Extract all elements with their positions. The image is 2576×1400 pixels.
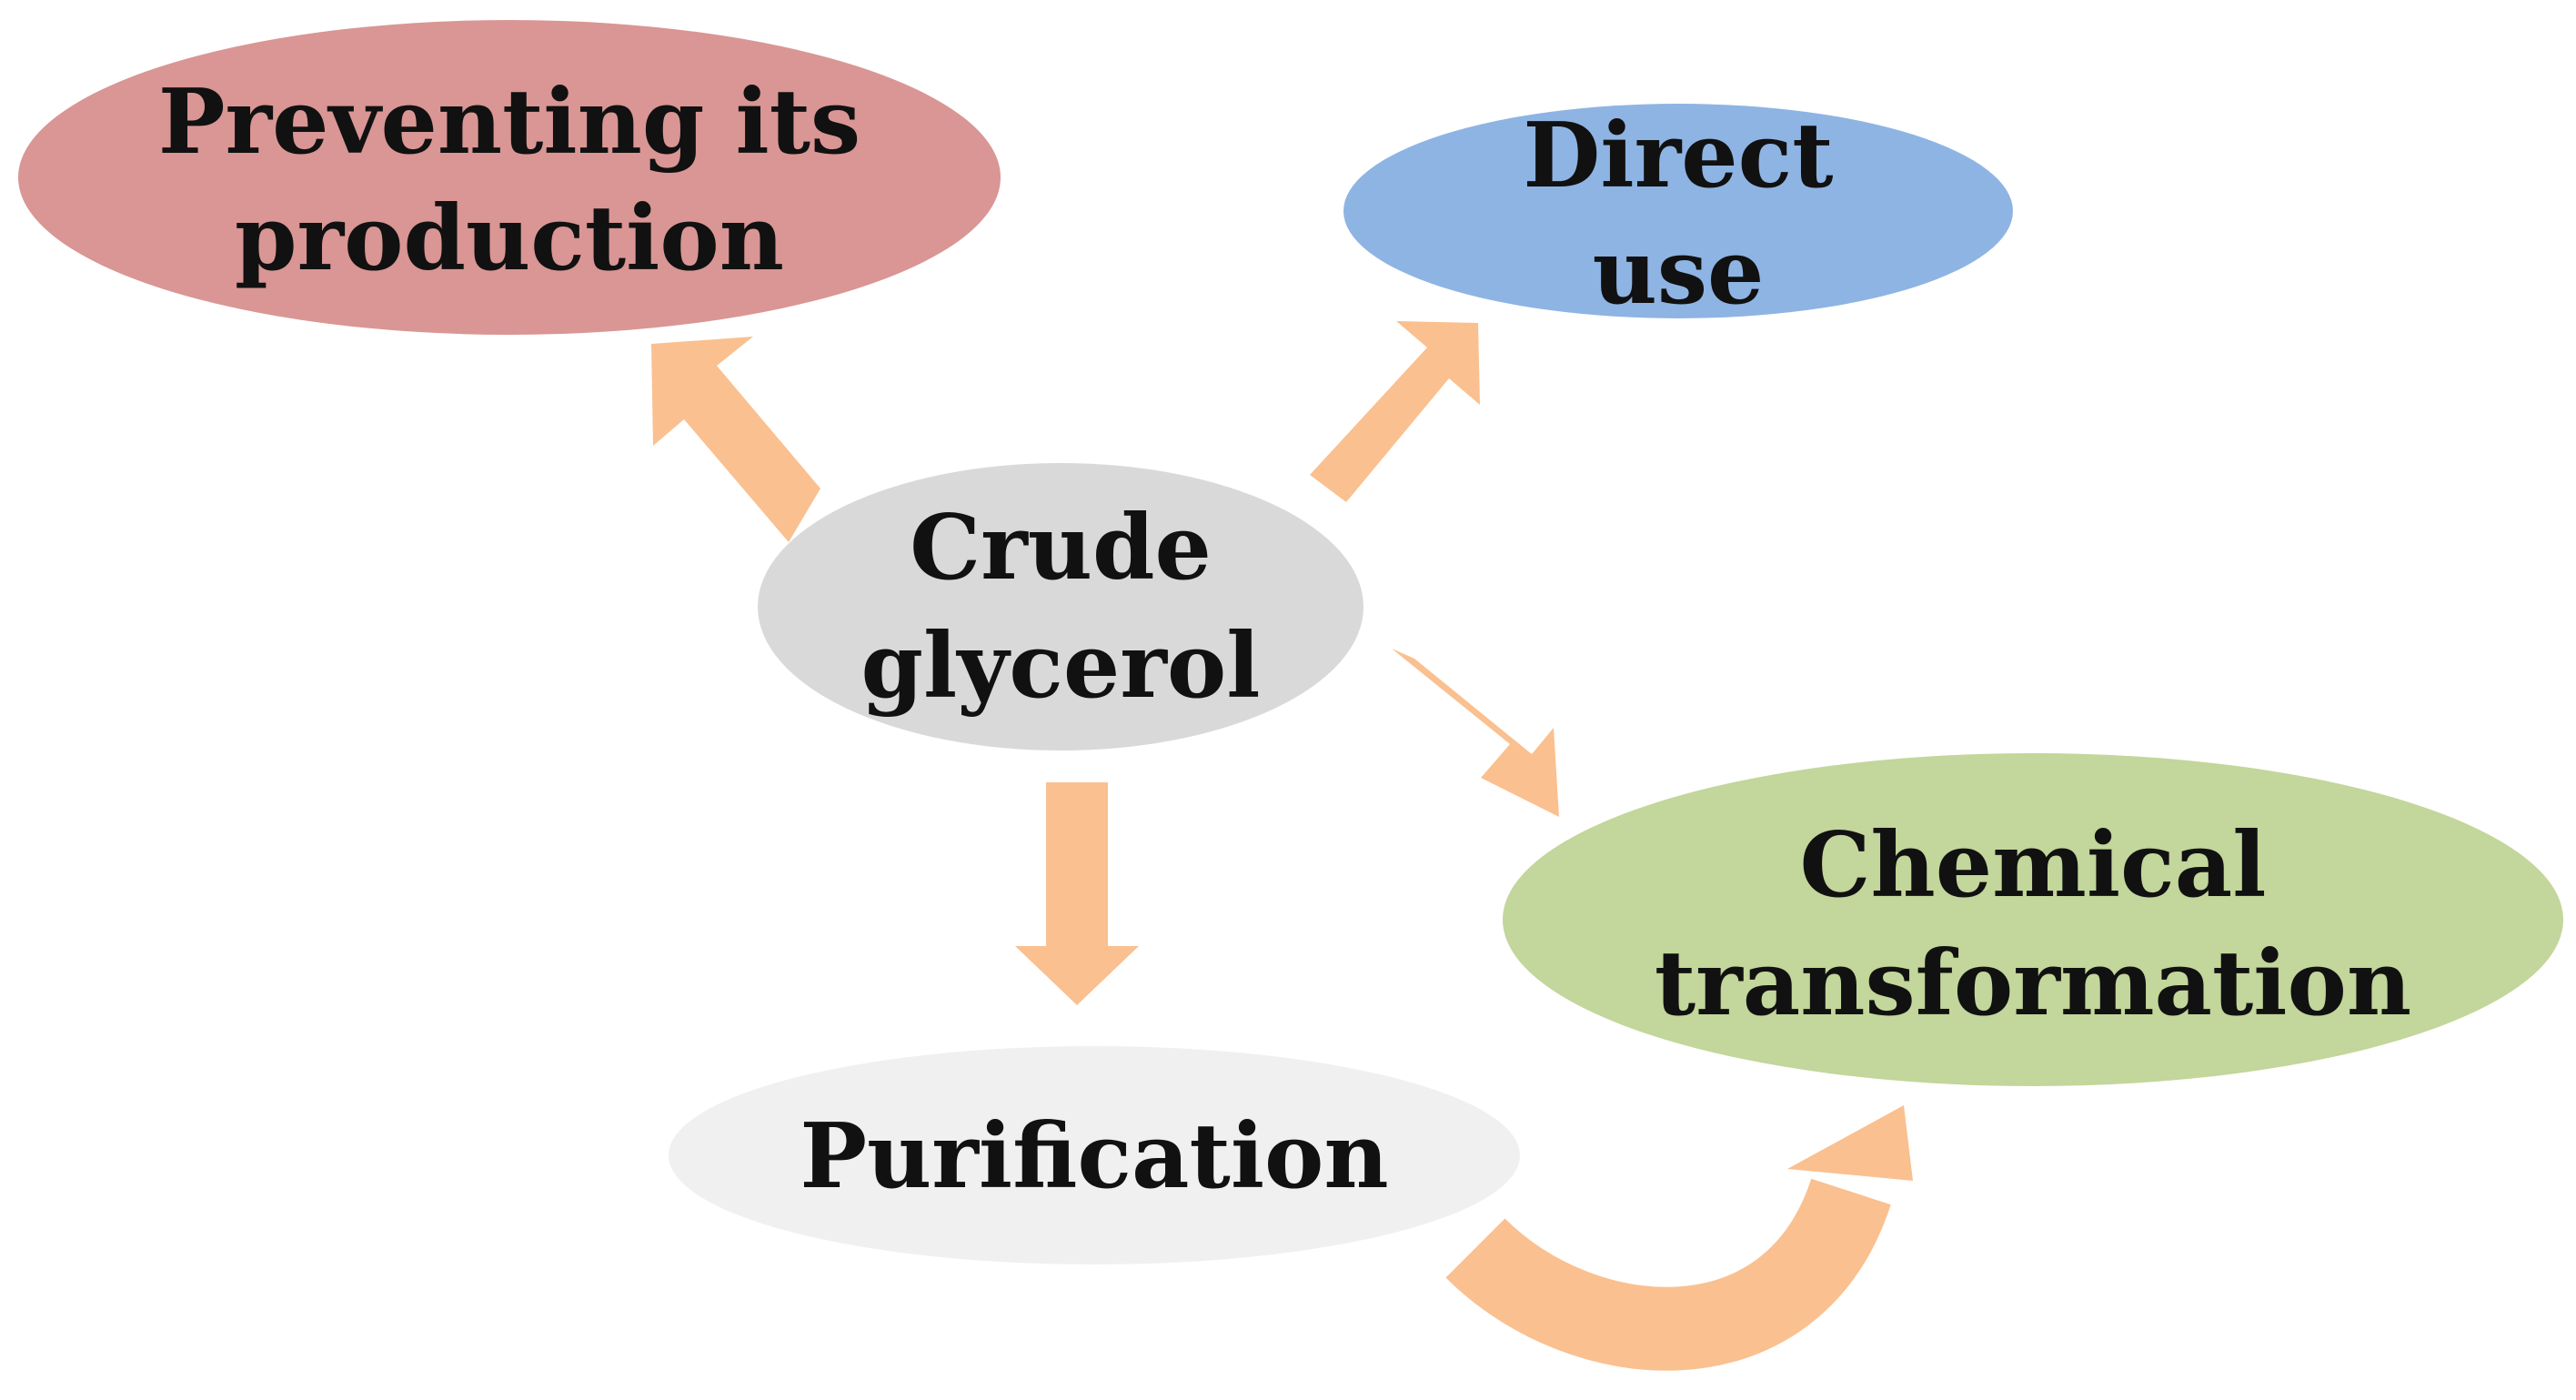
node-label-preventing-line2: production <box>235 186 784 291</box>
arrows-group <box>651 321 1913 1371</box>
node-label-purification: Purification <box>800 1104 1388 1209</box>
node-label-direct-use-line1: Direct <box>1523 104 1833 208</box>
node-label-direct-use-line2: use <box>1593 220 1765 325</box>
ellipse-preventing <box>18 20 1001 335</box>
node-label-chemical-line2: transformation <box>1655 932 2411 1036</box>
ellipse-purification <box>669 1046 1520 1264</box>
node-label-chemical-line1: Chemical <box>1800 813 2267 918</box>
arrow-crude-to-chemical <box>1392 649 1559 817</box>
arrow-crude-to-preventing <box>651 337 820 542</box>
ellipse-chemical-transformation <box>1503 753 2563 1086</box>
arrow-crude-to-direct-use <box>1310 321 1480 502</box>
arrow-crude-to-purification <box>1015 782 1139 1005</box>
node-direct-use: Direct use <box>1343 104 2013 325</box>
node-crude-glycerol: Crude glycerol <box>758 463 1363 750</box>
node-purification: Purification <box>669 1046 1520 1264</box>
node-chemical-transformation: Chemical transformation <box>1503 753 2563 1086</box>
node-preventing-production: Preventing its production <box>18 20 1001 335</box>
node-label-crude-line1: Crude <box>910 496 1212 600</box>
node-label-crude-line2: glycerol <box>861 614 1261 719</box>
ellipse-direct-use <box>1343 104 2013 318</box>
arrow-purification-to-chemical <box>1445 1105 1913 1371</box>
node-label-preventing-line1: Preventing its <box>158 70 860 175</box>
ellipse-crude-glycerol <box>758 463 1363 750</box>
